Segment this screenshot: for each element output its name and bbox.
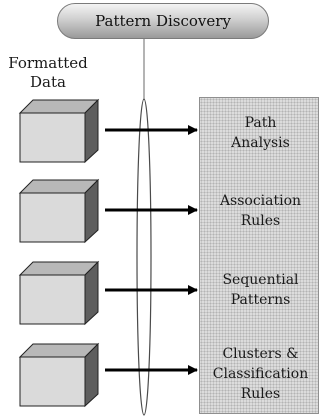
output-panel — [199, 97, 319, 414]
data-cube-1 — [18, 98, 100, 164]
data-cube-2 — [18, 178, 100, 244]
pattern-discovery-header: Pattern Discovery — [57, 3, 269, 39]
pattern-discovery-title: Pattern Discovery — [95, 12, 231, 30]
data-cube-3 — [18, 260, 100, 326]
output-label-sequential-patterns: Sequential Patterns — [222, 272, 299, 308]
data-cube-4 — [18, 342, 100, 408]
output-label-clusters-classification: Clusters & Classification Rules — [212, 346, 309, 402]
binding-ellipse — [136, 98, 152, 416]
formatted-data-label: Formatted Data — [8, 54, 88, 91]
output-label-path-analysis: Path Analysis — [231, 115, 290, 151]
output-label-association-rules: Association Rules — [219, 193, 302, 229]
